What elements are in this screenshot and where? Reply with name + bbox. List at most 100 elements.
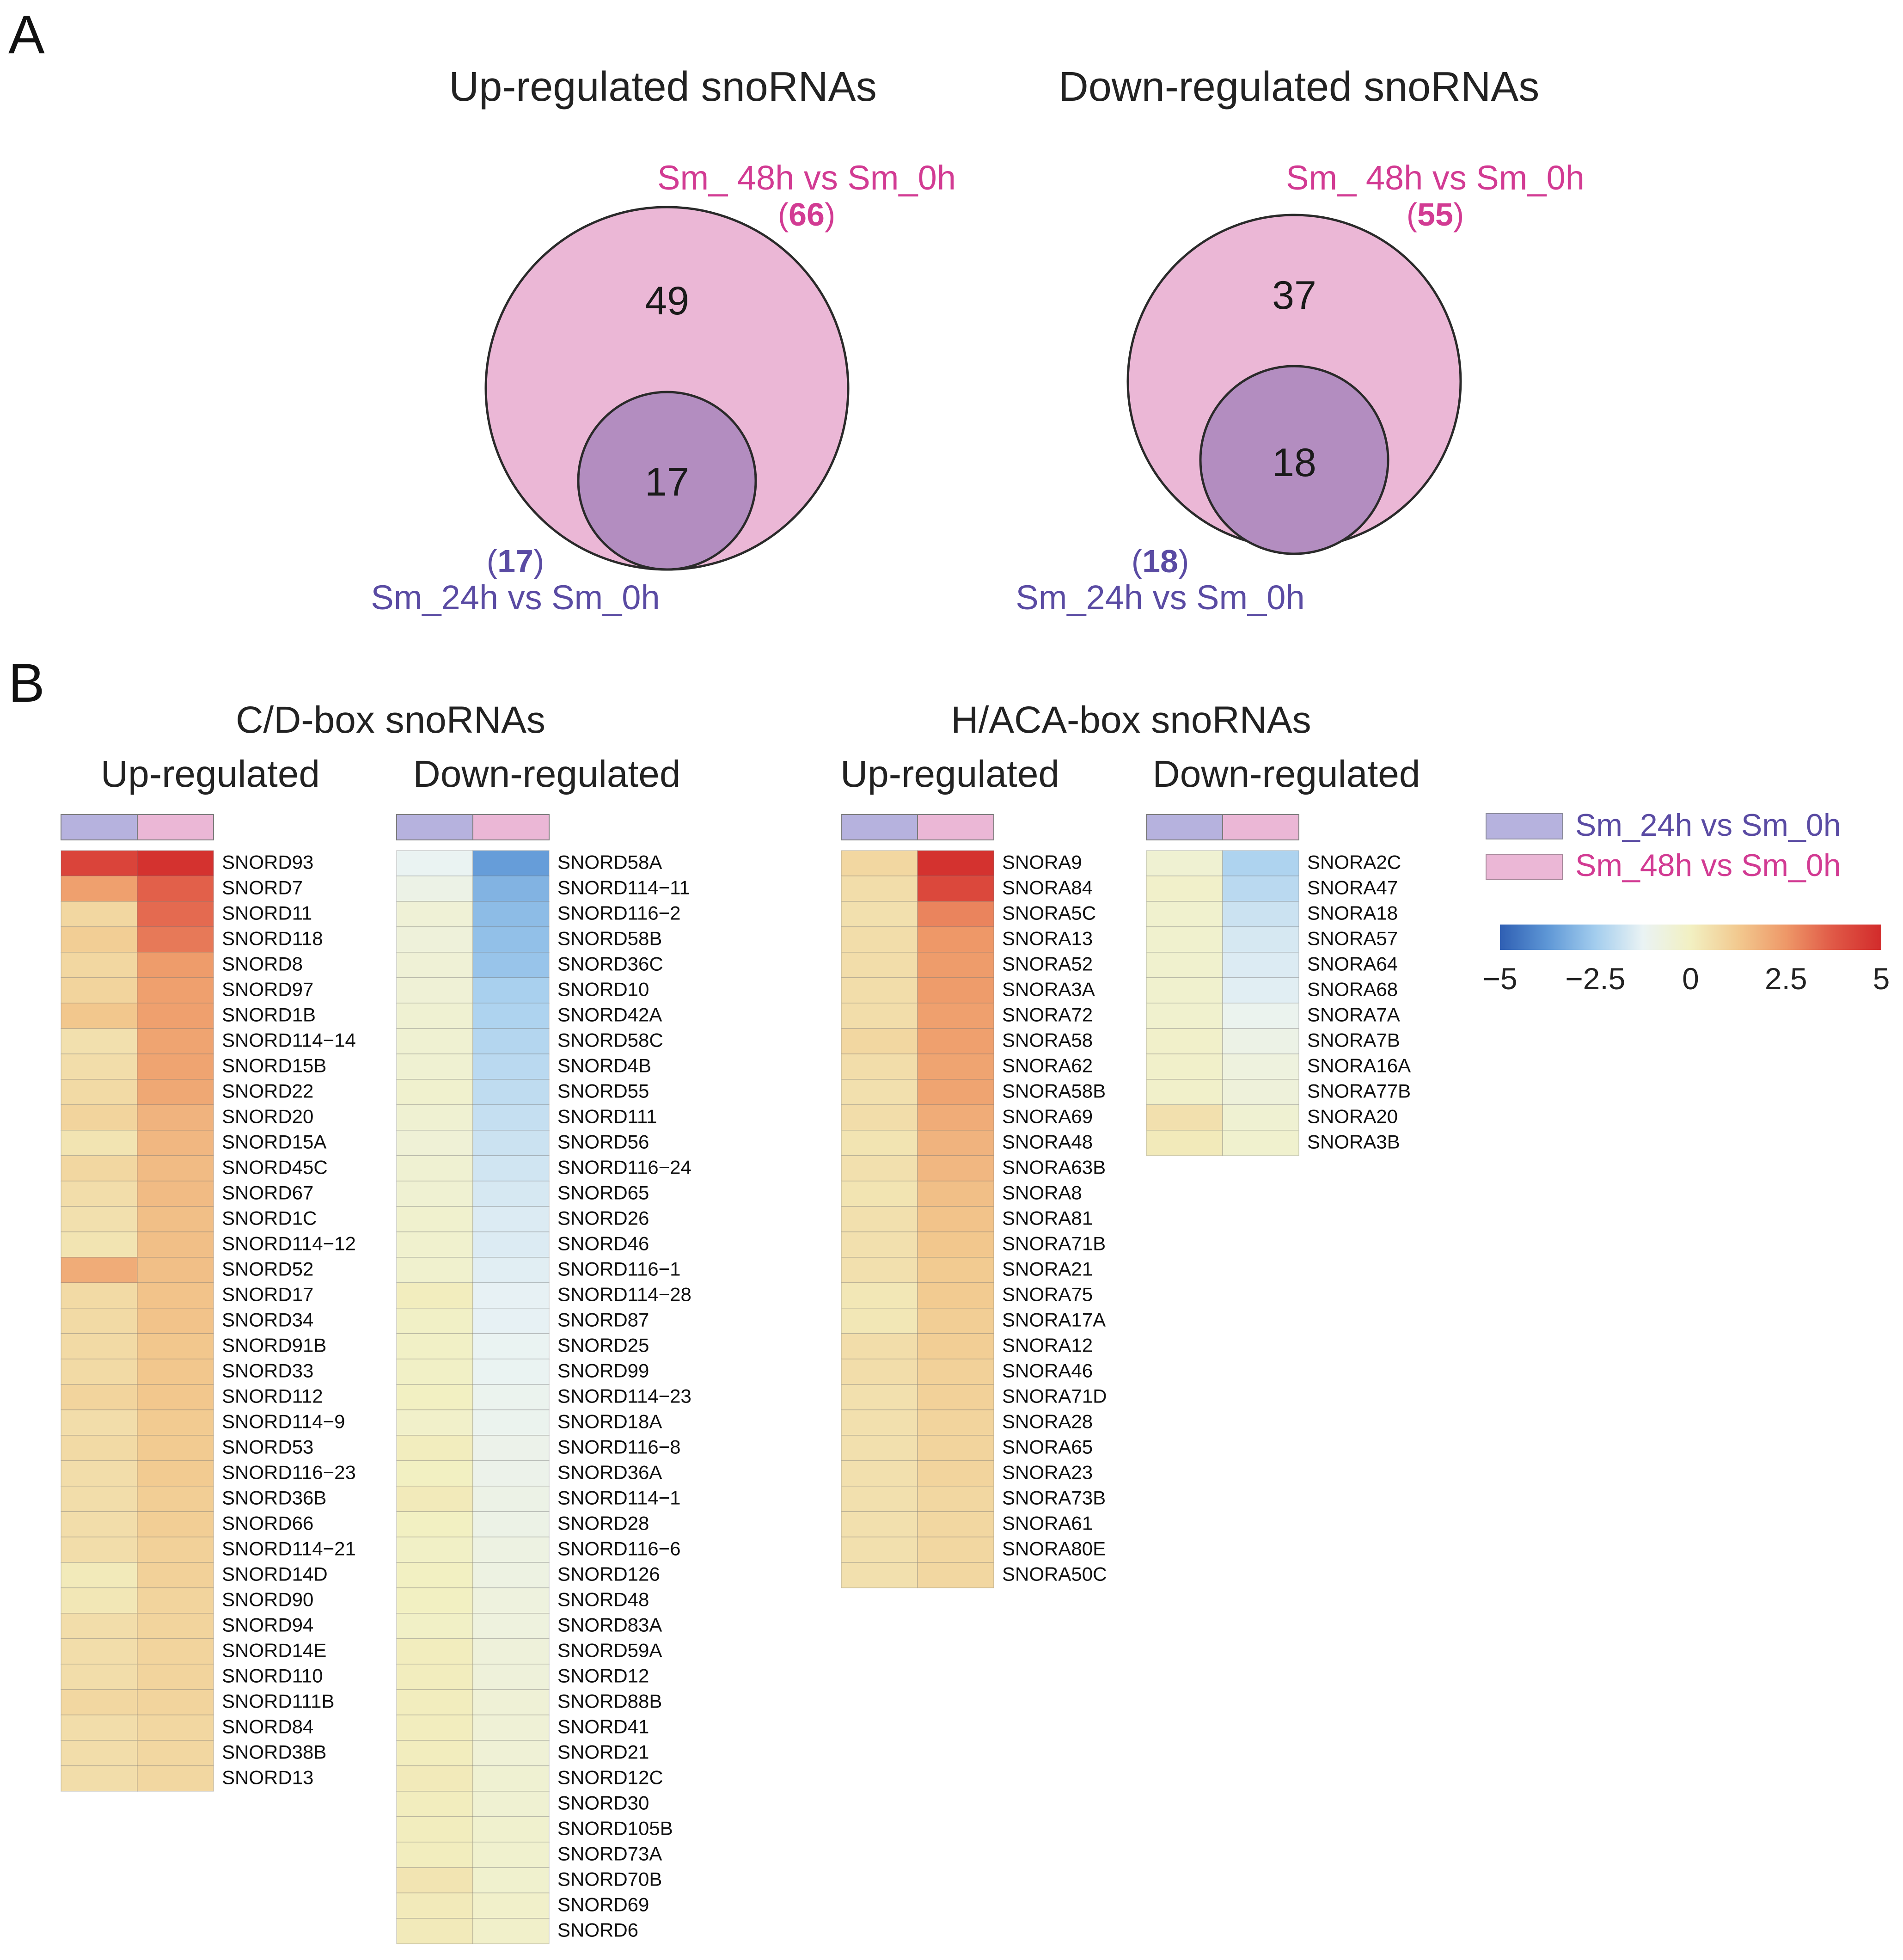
heatmap-row-label: SNORD65 bbox=[557, 1182, 649, 1204]
heatmap-cell bbox=[841, 1054, 918, 1080]
heatmap-cell bbox=[472, 1765, 550, 1792]
heatmap-row-label: SNORD94 bbox=[222, 1614, 313, 1636]
heatmap-cell bbox=[61, 1054, 138, 1080]
color-scale-tick-label: 2.5 bbox=[1765, 962, 1807, 996]
heatmap-row-label: SNORD83A bbox=[557, 1614, 662, 1636]
heatmap-row-label: SNORD14D bbox=[222, 1563, 328, 1585]
heatmap-cell bbox=[137, 1587, 214, 1614]
heatmap-cell bbox=[396, 1359, 473, 1385]
heatmap-cell bbox=[841, 1359, 918, 1385]
heatmap-row-label: SNORD114−28 bbox=[557, 1284, 691, 1305]
venn-down-inner-label: Sm_24h vs Sm_0h bbox=[1016, 578, 1304, 617]
heatmap-row-label: SNORD97 bbox=[222, 979, 313, 1000]
heatmap-cell bbox=[472, 850, 550, 876]
heatmap-row-label: SNORD116−1 bbox=[557, 1258, 681, 1280]
heatmap-cell bbox=[396, 1003, 473, 1029]
heatmap-cell bbox=[61, 1715, 138, 1741]
heatmap-row-label: SNORA20 bbox=[1307, 1106, 1398, 1127]
heatmap-cell bbox=[396, 1486, 473, 1512]
venn-up-inner-circle bbox=[577, 391, 757, 571]
heatmap-cell bbox=[61, 1079, 138, 1105]
heatmap-cell bbox=[1146, 1054, 1223, 1080]
heatmap-cell bbox=[396, 1460, 473, 1487]
heatmap-cell bbox=[841, 1231, 918, 1258]
heatmap-row-label: SNORD73A bbox=[557, 1843, 662, 1865]
panel-label-b: B bbox=[8, 653, 45, 714]
heatmap-row-label: SNORD56 bbox=[557, 1131, 649, 1153]
heatmap-row-label: SNORD116−2 bbox=[557, 902, 681, 924]
legend-label-24h: Sm_24h vs Sm_0h bbox=[1575, 808, 1841, 843]
column-color-bar bbox=[137, 814, 214, 840]
heatmap-cell bbox=[841, 1409, 918, 1436]
heatmap-row-label: SNORD114−9 bbox=[222, 1411, 345, 1433]
heatmap-cell bbox=[841, 1511, 918, 1537]
panel-label-a: A bbox=[8, 4, 45, 65]
heatmap-cell bbox=[396, 1308, 473, 1334]
heatmap-cell bbox=[61, 1333, 138, 1360]
heatmap-cell bbox=[472, 1282, 550, 1309]
heatmap-cell bbox=[396, 1918, 473, 1944]
cd-up-subtitle: Up-regulated bbox=[101, 753, 320, 795]
heatmap-cell bbox=[472, 1587, 550, 1614]
heatmap-cell bbox=[841, 1155, 918, 1182]
heatmap-row-label: SNORD46 bbox=[557, 1233, 649, 1255]
heatmap-cell bbox=[472, 1689, 550, 1715]
heatmap-cell bbox=[396, 1537, 473, 1563]
legend-swatch-48h bbox=[1486, 854, 1563, 880]
heatmap-row-label: SNORA65 bbox=[1002, 1436, 1093, 1458]
heatmap-cell bbox=[917, 926, 994, 953]
heatmap-cell bbox=[61, 1638, 138, 1665]
heatmap-cell bbox=[137, 952, 214, 978]
column-color-bar bbox=[1222, 814, 1299, 840]
heatmap-cell bbox=[472, 1715, 550, 1741]
heatmap-cd-down: SNORD58ASNORD114−11SNORD116−2SNORD58BSNO… bbox=[396, 814, 691, 1944]
heatmap-cell bbox=[61, 952, 138, 978]
heatmap-cell bbox=[396, 1664, 473, 1690]
heatmap-cell bbox=[1146, 1028, 1223, 1054]
heatmap-row-label: SNORD12C bbox=[557, 1767, 663, 1788]
heatmap-cell bbox=[472, 1003, 550, 1029]
heatmap-cell bbox=[917, 1511, 994, 1537]
venn-up-outer-total: (66) bbox=[778, 196, 836, 233]
heatmap-row-label: SNORA7A bbox=[1307, 1004, 1400, 1026]
heatmap-cell bbox=[917, 1054, 994, 1080]
heatmap-cell bbox=[137, 1155, 214, 1182]
heatmap-row-label: SNORD34 bbox=[222, 1309, 313, 1331]
heatmap-cell bbox=[137, 926, 214, 953]
heatmap-row-label: SNORD11 bbox=[222, 902, 312, 924]
heatmap-cell bbox=[917, 876, 994, 902]
heatmap-row-label: SNORA50C bbox=[1002, 1563, 1107, 1585]
heatmap-cell bbox=[61, 1206, 138, 1232]
heatmap-cell bbox=[396, 1562, 473, 1588]
heatmap-row-label: SNORD59A bbox=[557, 1640, 662, 1661]
heatmap-cell bbox=[396, 1587, 473, 1614]
heatmap-cell bbox=[472, 1206, 550, 1232]
heatmap-cell bbox=[841, 876, 918, 902]
venn-up: Up-regulated snoRNAs 49 17 Sm_ 48h vs Sm… bbox=[371, 64, 955, 617]
heatmap-cell bbox=[917, 1181, 994, 1207]
heatmap-cell bbox=[1146, 952, 1223, 978]
heatmap-cell bbox=[472, 1613, 550, 1639]
heatmap-cell bbox=[1222, 952, 1299, 978]
heatmap-row-label: SNORA48 bbox=[1002, 1131, 1093, 1153]
heatmap-row-label: SNORD58A bbox=[557, 851, 662, 873]
heatmap-row-label: SNORD1C bbox=[222, 1207, 317, 1229]
heatmap-cell bbox=[137, 1562, 214, 1588]
heatmap-row-label: SNORA63B bbox=[1002, 1157, 1106, 1178]
heatmap-row-label: SNORD36B bbox=[222, 1487, 326, 1509]
heatmap-row-label: SNORD99 bbox=[557, 1360, 649, 1382]
heatmap-cell bbox=[472, 1308, 550, 1334]
heatmap-cell bbox=[137, 1638, 214, 1665]
venn-up-title: Up-regulated snoRNAs bbox=[449, 64, 876, 110]
heatmap-cell bbox=[472, 1562, 550, 1588]
heatmap-cell bbox=[1222, 977, 1299, 1004]
color-scale-bar bbox=[1500, 925, 1881, 950]
heatmap-cell bbox=[137, 1715, 214, 1741]
venn-down-title: Down-regulated snoRNAs bbox=[1059, 64, 1540, 110]
heatmap-cell bbox=[396, 876, 473, 902]
heatmap-cell bbox=[61, 1537, 138, 1563]
heatmap-cell bbox=[61, 1181, 138, 1207]
heatmap-cell bbox=[917, 1384, 994, 1410]
heatmap-cell bbox=[1146, 926, 1223, 953]
